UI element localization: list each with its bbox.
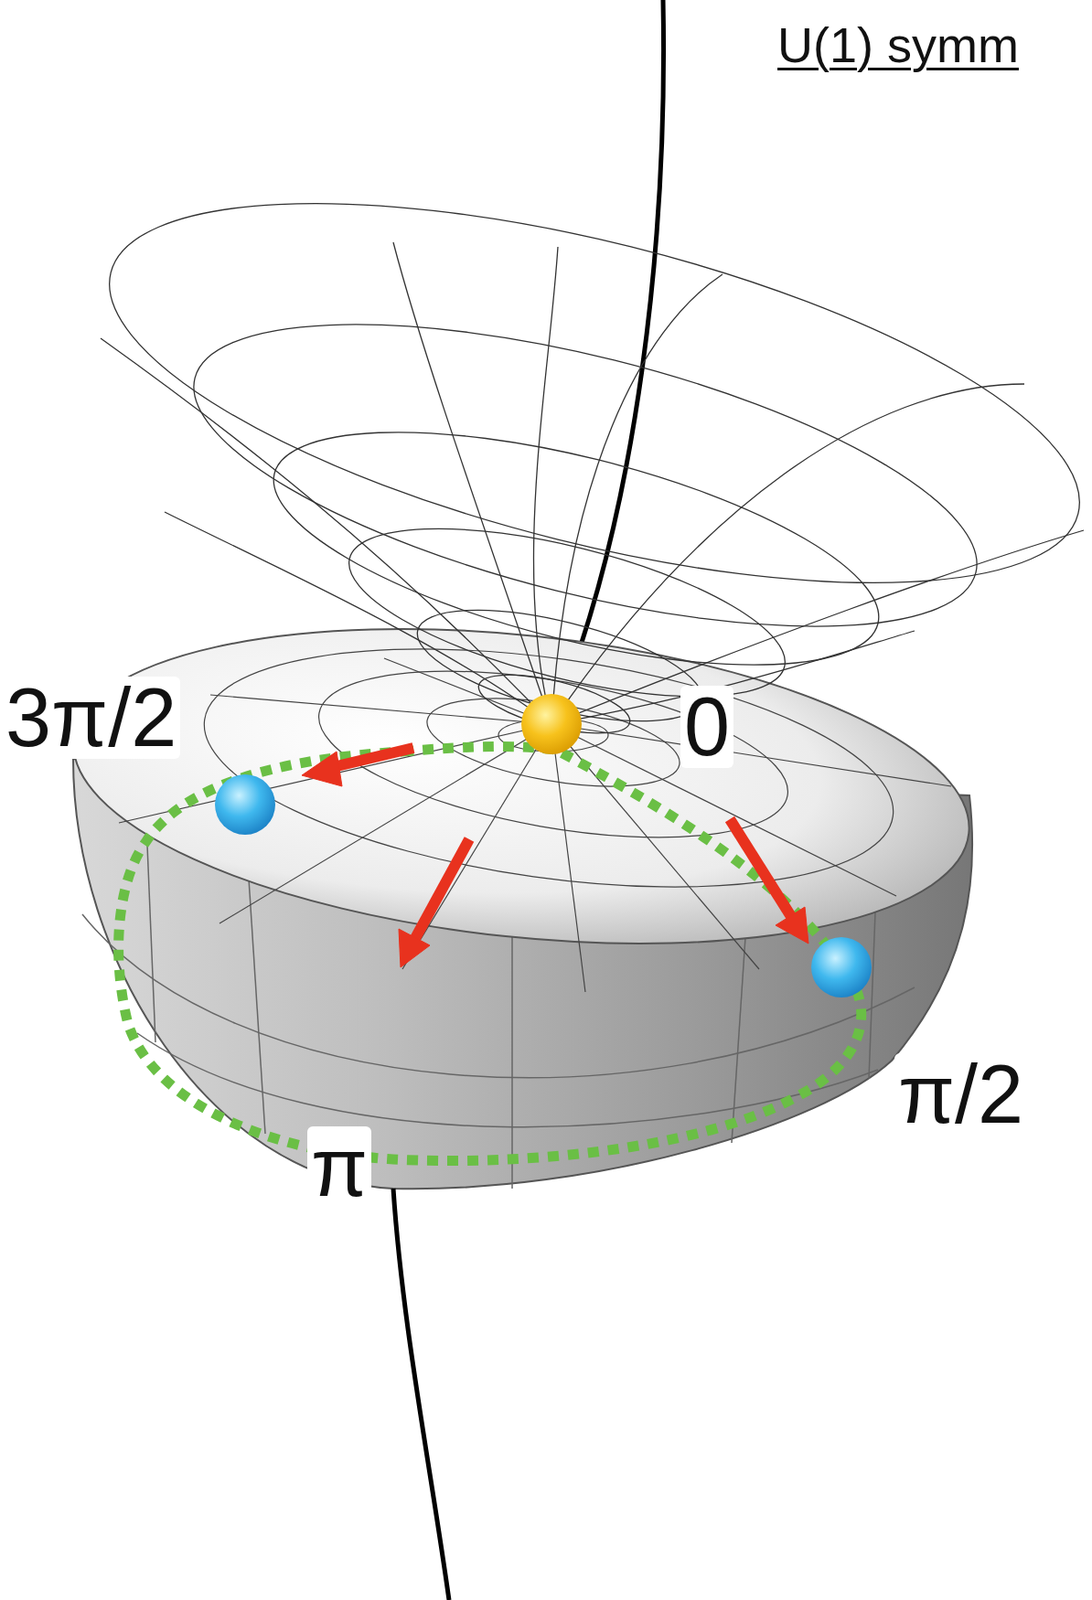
dish-rim bbox=[57, 588, 985, 984]
vacuum-ball bbox=[811, 937, 872, 998]
false-vacuum-ball bbox=[521, 694, 582, 755]
phase-label: 3π/2 bbox=[1, 676, 181, 760]
vacuum-circle bbox=[118, 746, 862, 1161]
phase-label: 0 bbox=[680, 685, 734, 769]
roll-arrows bbox=[301, 748, 809, 968]
phase-label: π bbox=[307, 1126, 372, 1210]
heading: U(1) symm bbox=[773, 20, 1023, 70]
vacuum-ball bbox=[214, 774, 276, 836]
dish-grid bbox=[118, 610, 952, 993]
axis-curve bbox=[393, 1188, 450, 1600]
phase-label: π/2 bbox=[894, 1053, 1028, 1136]
wireframe-funnel bbox=[74, 126, 1092, 746]
axis-curve bbox=[551, 0, 664, 725]
